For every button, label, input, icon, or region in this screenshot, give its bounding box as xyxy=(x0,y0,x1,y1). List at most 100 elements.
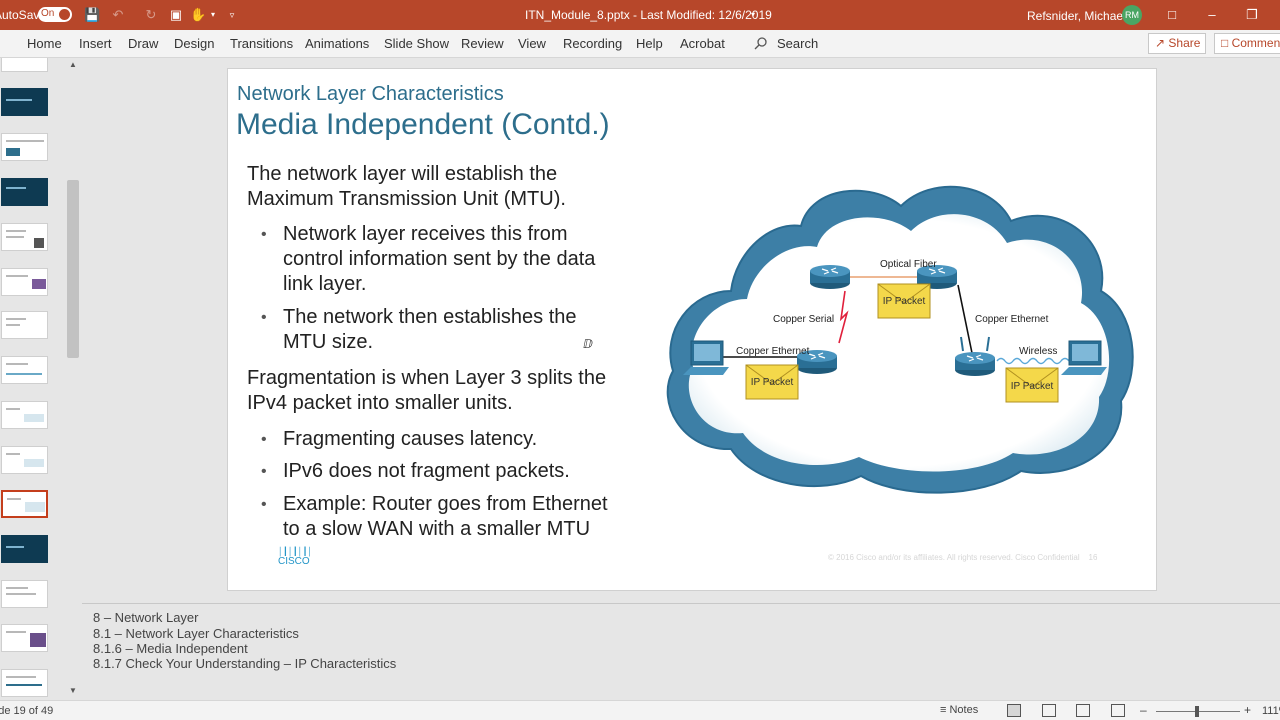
notes-icon: ≡ xyxy=(940,704,947,716)
slide-thumbnail[interactable] xyxy=(1,624,48,652)
slide-sorter-icon[interactable] xyxy=(1042,704,1056,717)
touch-mode-icon[interactable]: ✋ xyxy=(190,7,207,22)
tab-animations[interactable]: Animations xyxy=(305,36,370,51)
redo-icon[interactable]: ↻ xyxy=(145,7,157,22)
slide-subtitle: Network Layer Characteristics xyxy=(237,83,504,105)
zoom-in-icon[interactable]: + xyxy=(1244,703,1252,717)
tab-transitions[interactable]: Transitions xyxy=(230,36,294,51)
scroll-up-icon[interactable]: ▲ xyxy=(69,60,77,69)
search-box[interactable]: Search xyxy=(777,36,819,51)
bullet-item: • Example: Router goes from Ethernet to … xyxy=(261,492,608,542)
tab-acrobat[interactable]: Acrobat xyxy=(680,36,725,51)
autosave-state: On xyxy=(41,8,55,19)
copper-ethernet-label: Copper Ethernet xyxy=(975,314,1049,325)
customize-toolbar-icon[interactable]: ▿ xyxy=(229,10,235,20)
wireless-link xyxy=(996,357,1070,365)
comments-label: Comments xyxy=(1231,36,1280,50)
ribbon-display-icon[interactable]: □ xyxy=(1168,7,1176,22)
text-line: control information sent by the data xyxy=(283,248,596,270)
slide-thumbnail[interactable] xyxy=(1,58,48,72)
slide-thumbnail[interactable] xyxy=(1,268,48,296)
tab-view[interactable]: View xyxy=(518,36,546,51)
scroll-down-icon[interactable]: ▼ xyxy=(69,686,77,695)
tab-insert[interactable]: Insert xyxy=(79,36,112,51)
page-number: 16 xyxy=(1088,553,1098,562)
notes-button[interactable]: ≡ Notes xyxy=(940,704,978,716)
tab-design[interactable]: Design xyxy=(174,36,215,51)
avatar[interactable]: RM xyxy=(1122,5,1142,25)
slide-thumbnail[interactable] xyxy=(1,669,48,697)
slide-thumbnail-selected[interactable] xyxy=(1,490,48,518)
text-line: The network layer will establish the xyxy=(247,163,558,185)
undo-icon[interactable]: ↶ xyxy=(112,7,124,22)
save-icon[interactable]: 💾 xyxy=(84,7,101,22)
text-cursor-icon: ⅅ xyxy=(583,337,593,351)
ip-packet-icon: IP Packet xyxy=(877,283,931,319)
document-title[interactable]: ITN_Module_8.pptx - Last Modified: 12/6/… xyxy=(525,8,772,22)
router-icon xyxy=(810,265,850,289)
tab-help[interactable]: Help xyxy=(636,36,663,51)
slide-thumbnail[interactable] xyxy=(1,178,48,206)
slide-thumbnail[interactable] xyxy=(1,88,48,116)
thumbnail-scrollbar[interactable] xyxy=(66,58,80,700)
title-dropdown-icon[interactable]: ▾ xyxy=(750,10,755,19)
slide-thumbnail[interactable] xyxy=(1,446,48,474)
comments-button[interactable]: □ Comments xyxy=(1214,33,1280,54)
notes-pane[interactable]: 8 – Network Layer 8.1 – Network Layer Ch… xyxy=(82,603,1280,700)
copyright-footer: © 2016 Cisco and/or its affiliates. All … xyxy=(828,553,1097,562)
paragraph-fragmentation: Fragmentation is when Layer 3 splits the… xyxy=(247,366,606,416)
present-icon[interactable]: ▣ xyxy=(169,7,183,22)
text-line: Fragmenting causes latency. xyxy=(283,428,538,450)
bullet-item: • IPv6 does not fragment packets. xyxy=(261,459,570,484)
bullet-item: • Fragmenting causes latency. xyxy=(261,427,538,452)
normal-view-icon[interactable] xyxy=(1007,704,1021,717)
reading-view-icon[interactable] xyxy=(1076,704,1090,717)
title-bar: AutoSave On 💾 ↶ ↻ ▣ ✋ ▾ ▿ ITN_Module_8.p… xyxy=(0,0,1280,30)
text-line: MTU size. xyxy=(283,331,373,353)
text-line: IPv6 does not fragment packets. xyxy=(283,460,570,482)
slide-thumbnail[interactable] xyxy=(1,311,48,339)
autosave-toggle[interactable]: On xyxy=(38,7,72,22)
zoom-slider-handle[interactable] xyxy=(1195,706,1199,717)
bullet-icon: • xyxy=(261,496,267,513)
user-name[interactable]: Refsnider, Michael xyxy=(1027,9,1126,23)
tab-slide-show[interactable]: Slide Show xyxy=(384,36,450,51)
text-line: Maximum Transmission Unit (MTU). xyxy=(247,188,566,210)
chevron-down-icon[interactable]: ▾ xyxy=(210,10,215,19)
optical-fiber-label: Optical Fiber xyxy=(880,259,937,270)
packet-label: IP Packet xyxy=(1011,381,1054,392)
note-line: 8.1.7 Check Your Understanding – IP Char… xyxy=(93,656,397,671)
text-line: to a slow WAN with a smaller MTU xyxy=(283,518,591,540)
autosave-label: AutoSave xyxy=(0,8,47,22)
zoom-level[interactable]: 111% xyxy=(1262,705,1280,717)
bullet-item: • Network layer receives this from contr… xyxy=(261,222,596,297)
search-icon[interactable] xyxy=(754,36,768,50)
slide-thumbnail[interactable] xyxy=(1,401,48,429)
tab-review[interactable]: Review xyxy=(461,36,504,51)
bullet-icon: • xyxy=(261,226,267,243)
ip-packet-icon: IP Packet xyxy=(1005,367,1059,403)
slide-thumbnail[interactable] xyxy=(1,223,48,251)
text-line: Fragmentation is when Layer 3 splits the xyxy=(247,367,607,389)
text-line: Example: Router goes from Ethernet xyxy=(283,493,608,515)
scrollbar-thumb[interactable] xyxy=(67,180,79,358)
restore-icon[interactable]: ❐ xyxy=(1246,7,1258,22)
slide-thumbnail[interactable] xyxy=(1,535,48,563)
tab-home[interactable]: Home xyxy=(27,36,62,51)
tab-draw[interactable]: Draw xyxy=(128,36,159,51)
minimize-icon[interactable]: – xyxy=(1208,7,1216,22)
bullet-icon: • xyxy=(261,463,267,480)
slide-show-icon[interactable] xyxy=(1111,704,1125,717)
status-bar: Slide 19 of 49 ≡ Notes – + 111% xyxy=(0,700,1280,720)
tab-recording[interactable]: Recording xyxy=(563,36,623,51)
share-button[interactable]: ↗ Share xyxy=(1148,33,1206,54)
text-line: IPv4 packet into smaller units. xyxy=(247,392,513,414)
router-icon xyxy=(797,350,837,374)
slide-thumbnail[interactable] xyxy=(1,356,48,384)
cisco-logo: │┃│┃│┃│ CISCO xyxy=(278,547,312,567)
slide-thumbnail[interactable] xyxy=(1,133,48,161)
slide-canvas[interactable]: Network Layer Characteristics Media Inde… xyxy=(227,68,1157,591)
zoom-out-icon[interactable]: – xyxy=(1140,703,1147,717)
ribbon-tabs: Home Insert Draw Design Transitions Anim… xyxy=(0,30,1280,58)
slide-thumbnail[interactable] xyxy=(1,580,48,608)
